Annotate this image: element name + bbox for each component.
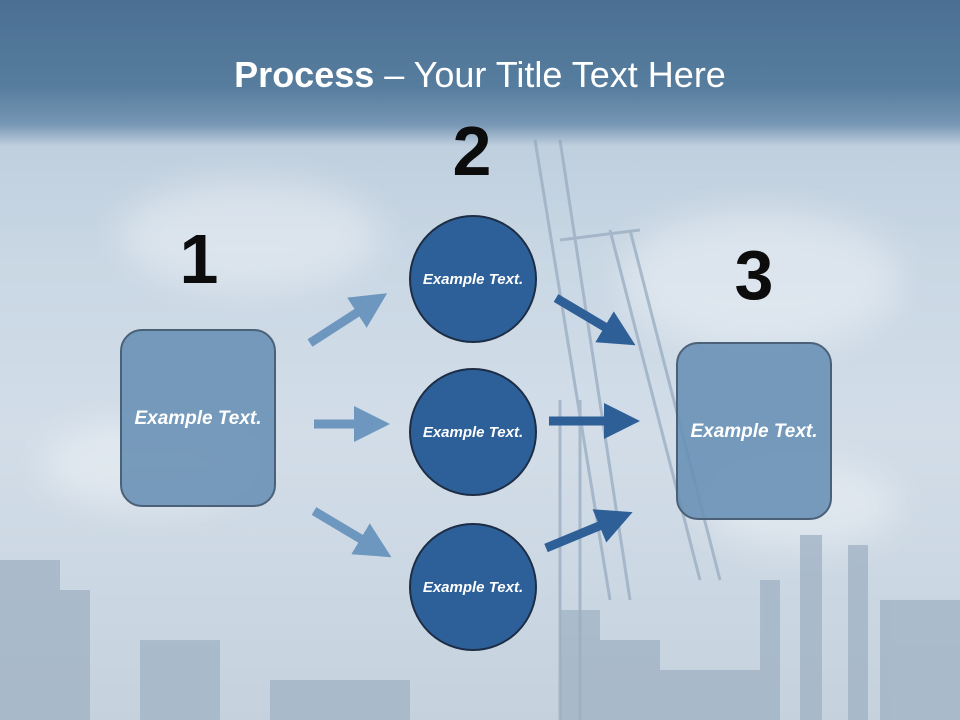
step-number-3: 3	[734, 236, 774, 314]
arrow-bottom-to-right	[544, 509, 633, 553]
step-number-1: 1	[179, 220, 219, 298]
circle-top: Example Text.	[409, 215, 537, 343]
left-box: Example Text.	[120, 329, 276, 507]
title-bold: Process	[234, 54, 375, 95]
arrow-left-to-bottom	[311, 507, 392, 558]
step-number-2: 2	[452, 112, 492, 190]
slide-title: Process – Your Title Text Here	[0, 54, 960, 96]
arrow-top-to-right	[553, 294, 636, 346]
circle-bottom-text: Example Text.	[422, 578, 524, 596]
circle-middle-text: Example Text.	[422, 423, 524, 441]
right-box: Example Text.	[676, 342, 832, 520]
circle-middle: Example Text.	[409, 368, 537, 496]
circle-top-text: Example Text.	[422, 270, 524, 288]
arrow-left-to-top	[307, 293, 388, 347]
right-box-text: Example Text.	[690, 420, 818, 442]
left-box-text: Example Text.	[134, 407, 262, 429]
title-rest: – Your Title Text Here	[374, 54, 726, 95]
title-bar	[0, 0, 960, 146]
circle-bottom: Example Text.	[409, 523, 537, 651]
